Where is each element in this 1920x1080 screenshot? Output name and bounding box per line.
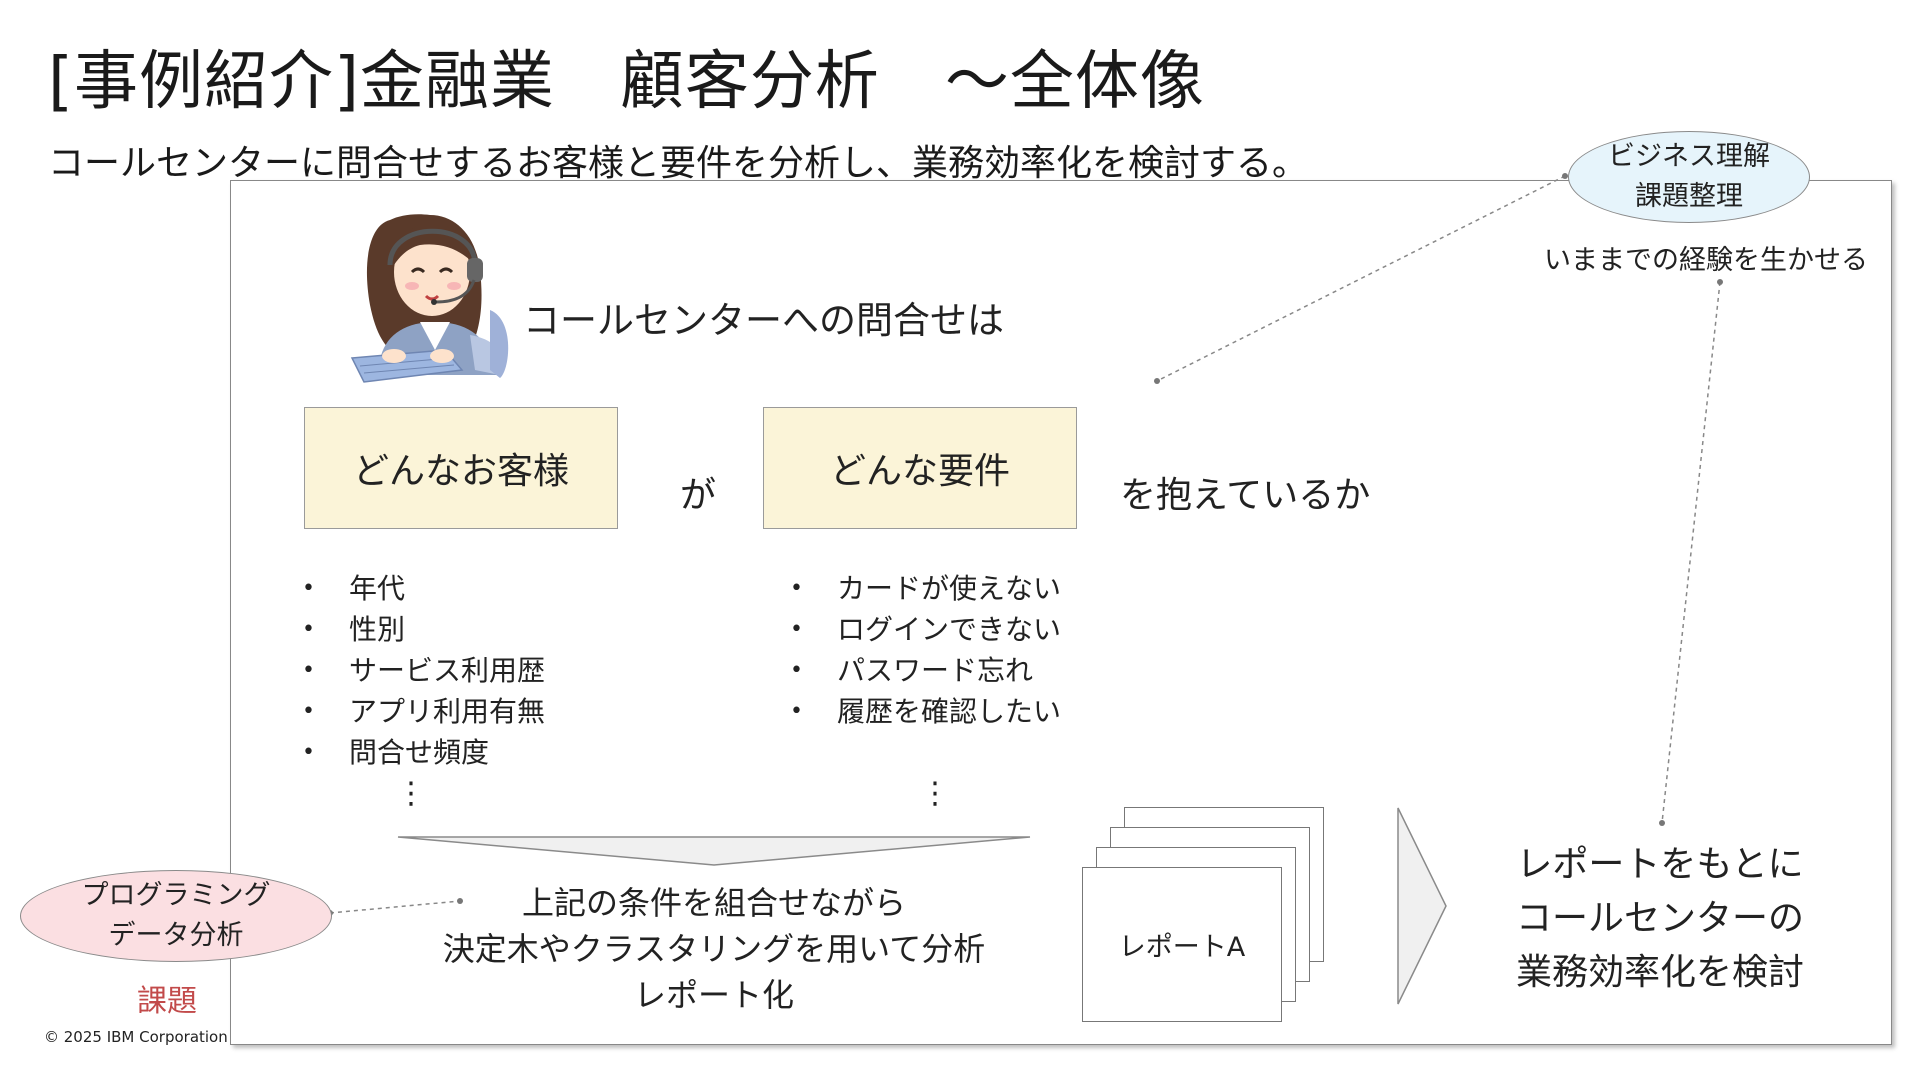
customer-attribute-list: 年代 性別 サービス利用歴 アプリ利用有無 問合せ頻度 xyxy=(302,568,545,773)
customer-list-ellipsis: ⋮ xyxy=(396,776,426,811)
request-list-ellipsis: ⋮ xyxy=(920,776,950,811)
list-item: 性別 xyxy=(302,609,545,650)
analysis-description: 上記の条件を組合せながら 決定木やクラスタリングを用いて分析 レポート化 xyxy=(414,880,1014,1018)
list-item: アプリ利用有無 xyxy=(302,691,545,732)
page-subtitle: コールセンターに問合せするお客様と要件を分析し、業務効率化を検討する。 xyxy=(48,143,1309,184)
question-tail-text: を抱えているか xyxy=(1120,475,1371,516)
customer-box-label: どんなお客様 xyxy=(352,451,569,492)
inquiry-lead-text: コールセンターへの問合せは xyxy=(523,299,1004,342)
list-item: カードが使えない xyxy=(790,568,1061,609)
analysis-line: 決定木やクラスタリングを用いて分析 xyxy=(442,930,986,968)
bubble-line: プログラミング xyxy=(81,880,271,911)
result-line: コールセンターの xyxy=(1515,898,1804,939)
list-item: サービス利用歴 xyxy=(302,650,545,691)
issue-label: 課題 xyxy=(137,984,197,1019)
customer-box: どんなお客様 xyxy=(304,407,618,529)
list-item: 年代 xyxy=(302,568,545,609)
request-box-label: どんな要件 xyxy=(829,451,1010,492)
bubble-line: ビジネス理解 xyxy=(1608,141,1770,172)
list-item: パスワード忘れ xyxy=(790,650,1061,691)
result-line: 業務効率化を検討 xyxy=(1515,952,1804,993)
result-text: レポートをもとに コールセンターの 業務効率化を検討 xyxy=(1480,838,1840,1000)
bubble-line: 課題整理 xyxy=(1635,181,1743,212)
analysis-line: 上記の条件を組合せながら xyxy=(521,884,906,922)
result-line: レポートをもとに xyxy=(1516,844,1804,885)
list-item: 履歴を確認したい xyxy=(790,691,1061,732)
programming-analysis-bubble: プログラミング データ分析 xyxy=(20,870,332,962)
analysis-line: レポート化 xyxy=(633,976,794,1014)
business-understanding-bubble: ビジネス理解 課題整理 xyxy=(1568,131,1810,223)
request-box: どんな要件 xyxy=(763,407,1077,529)
copyright-text: © 2025 IBM Corporation xyxy=(44,1028,228,1046)
particle-ga: が xyxy=(680,475,717,516)
list-item: ログインできない xyxy=(790,609,1061,650)
report-document-front: レポートA xyxy=(1082,867,1282,1022)
report-label: レポートA xyxy=(1118,932,1246,963)
request-item-list: カードが使えない ログインできない パスワード忘れ 履歴を確認したい xyxy=(790,568,1061,732)
page-title: [事例紹介]金融業 顧客分析 ～全体像 xyxy=(48,45,1205,119)
experience-note: いままでの経験を生かせる xyxy=(1544,245,1868,276)
bubble-line: データ分析 xyxy=(108,920,244,951)
list-item: 問合せ頻度 xyxy=(302,732,545,773)
